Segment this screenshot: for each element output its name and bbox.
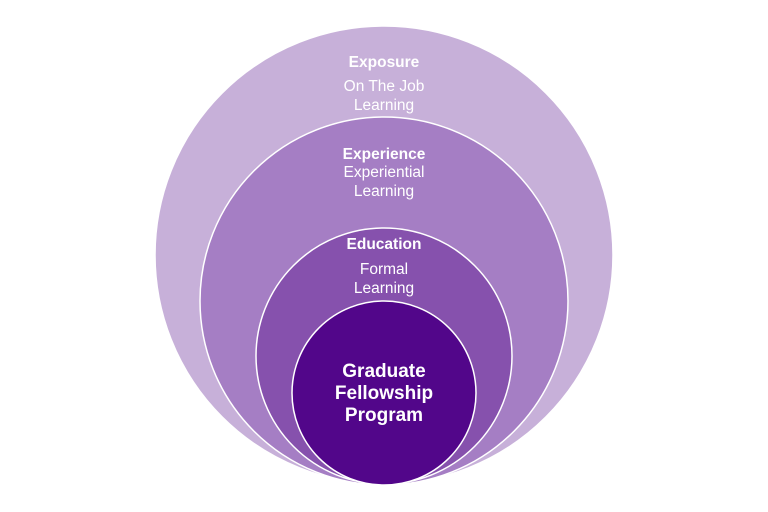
experience-subtitle-line-1: Experiential <box>343 164 425 181</box>
education-subtitle-line-2: Learning <box>353 280 415 297</box>
exposure-subtitle-line-1: On The Job <box>343 78 425 95</box>
experience-subtitle-line-2: Learning <box>353 183 415 200</box>
education-subtitle: Formal Learning <box>0 260 768 298</box>
experience-title: Experience <box>342 146 426 163</box>
exposure-subtitle-line-2: Learning <box>353 97 415 114</box>
education-subtitle-line-1: Formal <box>359 261 409 278</box>
experience-subtitle: Experiential Learning <box>0 163 768 201</box>
core-circle <box>291 300 477 486</box>
core-title-line-3: Program <box>344 405 424 426</box>
core-title-line-1: Graduate <box>342 361 426 382</box>
core-title-line-2: Fellowship <box>334 383 434 404</box>
exposure-title: Exposure <box>348 54 420 71</box>
exposure-subtitle: On The Job Learning <box>0 77 768 115</box>
education-title: Education <box>346 236 422 253</box>
core-title: Graduate Fellowship Program <box>0 361 768 427</box>
